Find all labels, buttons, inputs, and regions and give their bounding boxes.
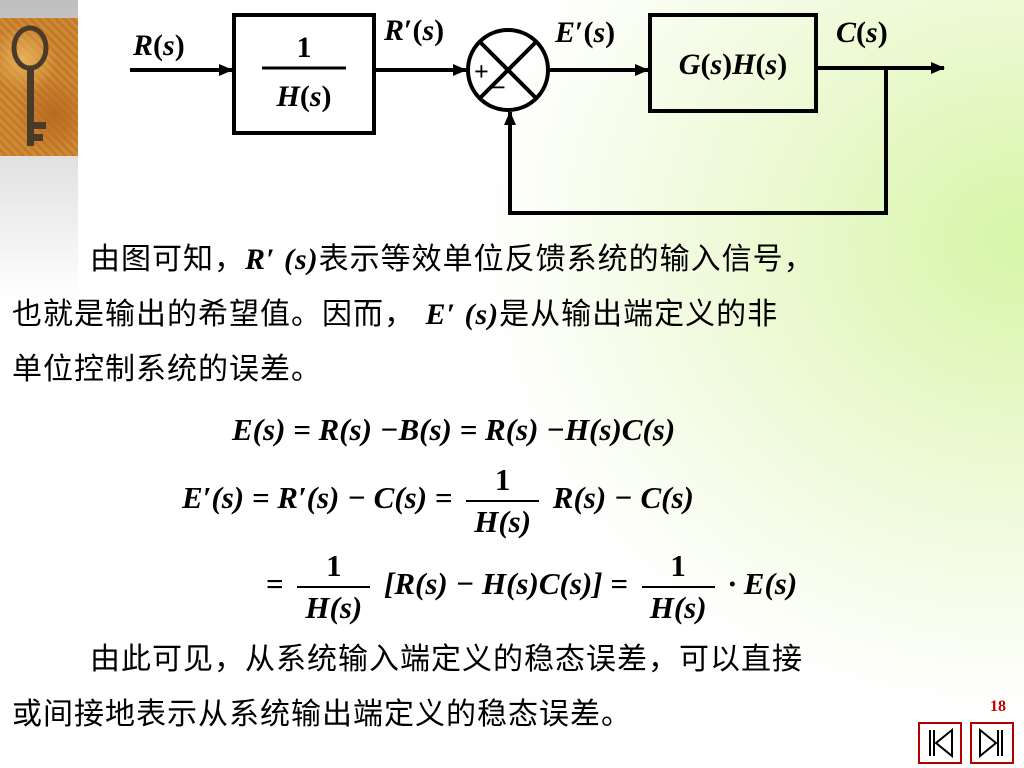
prefilter-block <box>232 13 376 135</box>
first-page-icon <box>929 727 953 759</box>
filtered-signal-label: R′(s) <box>383 14 444 47</box>
explanation-paragraph-2: 由此可见，从系统输入端定义的稳态误差，可以直接或间接地表示从系统输出端定义的稳态… <box>12 642 803 732</box>
prefilter-numerator: 1 <box>297 31 312 64</box>
forward-block-label: G(s)H(s) <box>679 48 787 81</box>
junction-plus-sign: + <box>474 57 489 86</box>
input-signal-label: R(s) <box>132 29 185 62</box>
feedback-path <box>504 68 888 215</box>
error-signal-label: E′(s) <box>554 16 615 49</box>
key-photo <box>0 18 78 156</box>
last-page-icon <box>979 727 1003 759</box>
last-page-button[interactable] <box>970 722 1014 764</box>
page-number: 18 <box>990 698 1006 715</box>
explanation-paragraph-1: 由图可知，R′ (s)表示等效单位反馈系统的输入信号，也就是输出的希望值。因而，… <box>12 242 815 387</box>
equation-1: E(s) = R(s) −B(s) = R(s) −H(s)C(s) <box>232 412 676 447</box>
junction-minus-sign: − <box>491 73 506 102</box>
prefilter-denominator: H(s) <box>275 80 331 113</box>
block-diagram: R(s) 1 H(s) R′(s) + − E′(s) G(s)H(s) C(s… <box>130 13 945 215</box>
r-prime-symbol: R′ (s) <box>245 243 319 276</box>
output-signal-label: C(s) <box>836 16 888 49</box>
first-page-button[interactable] <box>918 722 962 764</box>
forward-block <box>648 13 818 113</box>
key-icon <box>11 25 49 146</box>
e-prime-symbol: E′ (s) <box>425 298 500 331</box>
